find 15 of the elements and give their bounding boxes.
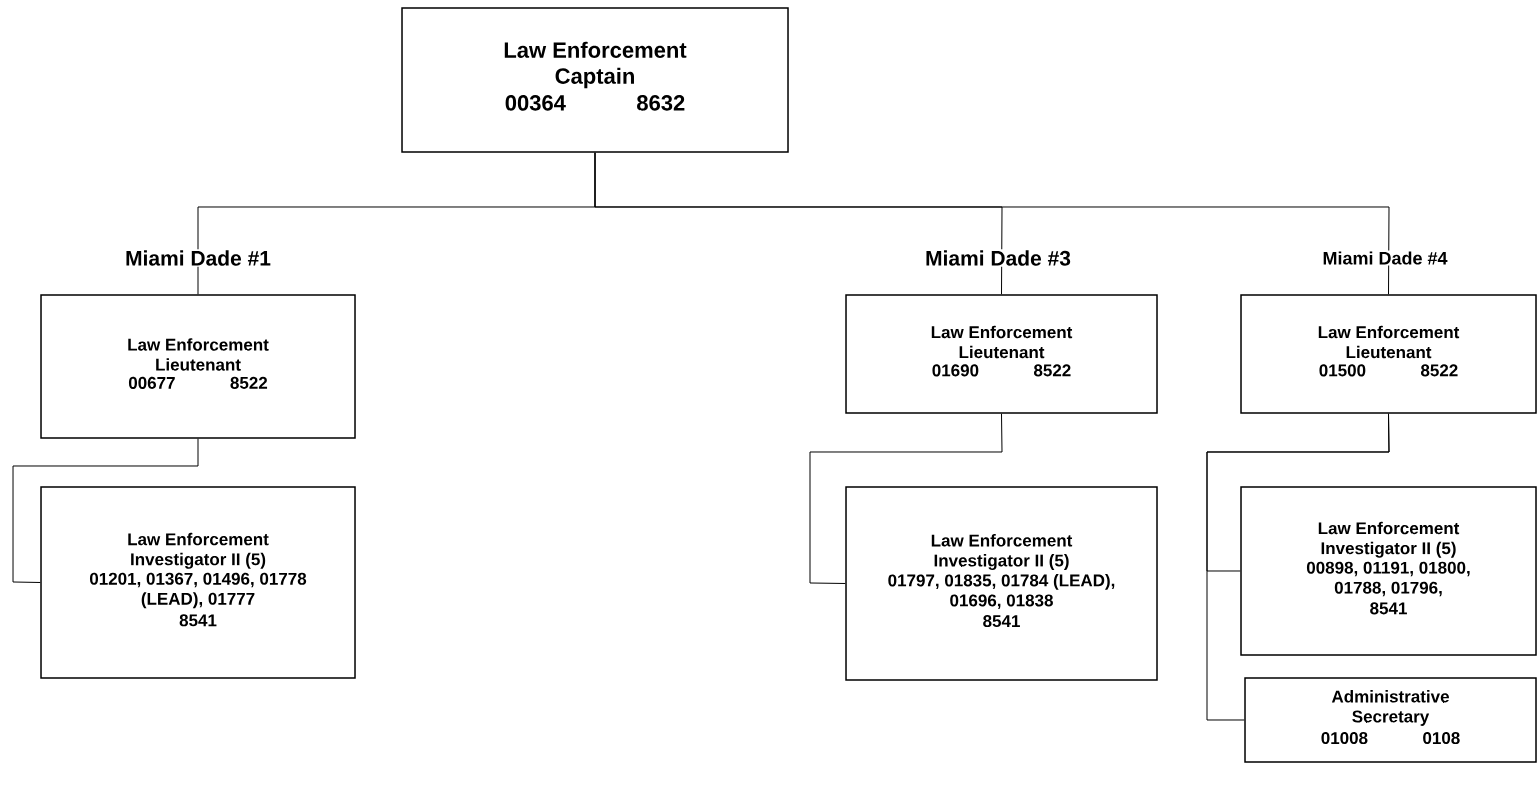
position-box: Law Enforcement Lieutenant 00677 8522	[40, 294, 356, 439]
group-heading: Miami Dade #4	[1321, 250, 1449, 266]
position-box: Law Enforcement Investigator II (5) 00898, 01191, 01800, 01788, 01796, 8541	[1240, 486, 1537, 656]
connector-line	[12, 438, 199, 583]
position-box: Law Enforcement Investigator II (5) 01201, 01367, 01496, 01778 (LEAD), 01777 8541	[40, 486, 356, 679]
connector-line	[1206, 413, 1390, 721]
position-box: Administrative Secretary 01008 0108	[1244, 677, 1537, 763]
group-heading: Miami Dade #1	[124, 249, 272, 267]
group-heading: Miami Dade #3	[924, 249, 1072, 267]
position-box: Law Enforcement Lieutenant 01500 8522	[1240, 294, 1537, 414]
connector-line	[594, 152, 1390, 295]
position-box: Law Enforcement Lieutenant 01690 8522	[845, 294, 1158, 414]
position-box: Law Enforcement Investigator II (5) 01797, 01835, 01784 (LEAD), 01696, 01838 8541	[845, 486, 1158, 681]
connector-line	[809, 413, 1003, 584]
position-box: Law Enforcement Captain 00364 8632	[401, 7, 789, 153]
